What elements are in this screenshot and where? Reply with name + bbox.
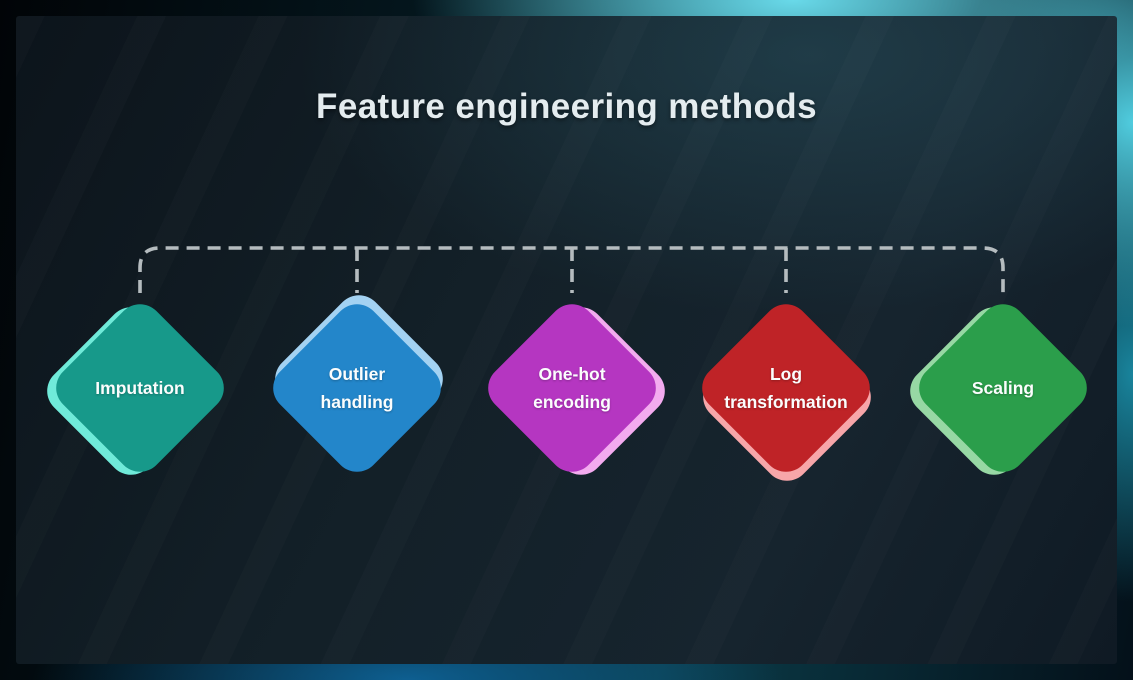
connector-dashed-bracket — [138, 246, 1005, 293]
method-node-outlier-handling: Outlier handling — [262, 285, 453, 483]
method-node-imputation: Imputation — [37, 293, 235, 485]
method-label: Log transformation — [724, 364, 848, 412]
method-label: Imputation — [95, 378, 185, 398]
method-node-log-transformation: Log transformation — [691, 293, 881, 491]
method-node-scaling: Scaling — [900, 293, 1098, 485]
method-label: One-hot encoding — [533, 364, 611, 412]
slide-panel: Feature engineering methods Imputation O… — [16, 16, 1117, 664]
method-label: Outlier handling — [320, 364, 394, 412]
page-title: Feature engineering methods — [316, 87, 817, 126]
method-label: Scaling — [971, 378, 1035, 398]
method-node-one-hot-encoding: One-hot encoding — [477, 293, 675, 485]
